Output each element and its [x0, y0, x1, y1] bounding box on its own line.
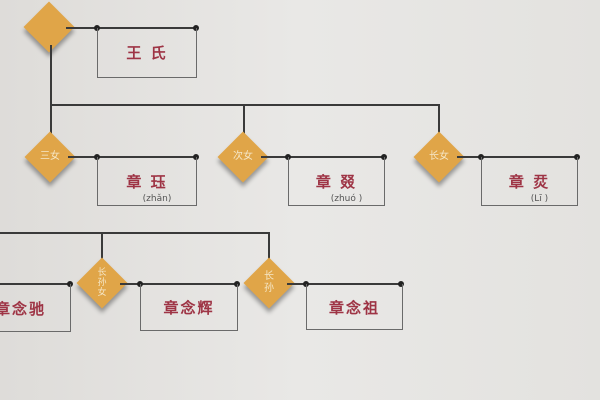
person-box: 章 珏 (zhǎn): [97, 157, 197, 206]
person-name: 章 烎: [508, 173, 551, 191]
connector: [0, 232, 269, 234]
connector: [457, 156, 578, 158]
connector: [66, 27, 196, 29]
role-label: 长孙女: [97, 268, 107, 298]
pinyin: (zhǎn): [142, 194, 172, 204]
person-name: 章 叕: [315, 173, 358, 191]
person-box: 章念辉: [140, 284, 238, 331]
connector: [50, 45, 52, 135]
person-box: 章念祖: [306, 284, 403, 330]
person-box: 章念驰: [0, 284, 71, 332]
connector: [120, 283, 238, 285]
root-name: 王 氏: [126, 44, 168, 62]
pinyin: (Lī ): [530, 194, 549, 204]
connector: [287, 283, 402, 285]
pinyin: (zhuó ): [330, 194, 363, 204]
person-name: 章 珏: [126, 173, 168, 191]
connector: [438, 104, 440, 136]
role-label: 长女: [429, 151, 449, 162]
dot: [398, 281, 404, 287]
connector: [243, 104, 245, 136]
person-box: 章 烎 (Lī ): [481, 157, 578, 206]
root-box: 王 氏: [97, 28, 197, 78]
person-name: 章念祖: [328, 299, 380, 317]
connector: [68, 156, 197, 158]
person-name: 章念辉: [163, 299, 215, 317]
role-label: 三女: [40, 151, 60, 162]
person-box: 章 叕 (zhuó ): [288, 157, 385, 206]
connector: [50, 104, 439, 106]
connector: [268, 232, 270, 262]
connector: [0, 283, 70, 285]
role-label: 长孙: [264, 271, 274, 294]
connector: [261, 156, 385, 158]
connector: [101, 232, 103, 262]
person-name: 章念驰: [0, 300, 46, 318]
role-label: 次女: [233, 151, 253, 162]
